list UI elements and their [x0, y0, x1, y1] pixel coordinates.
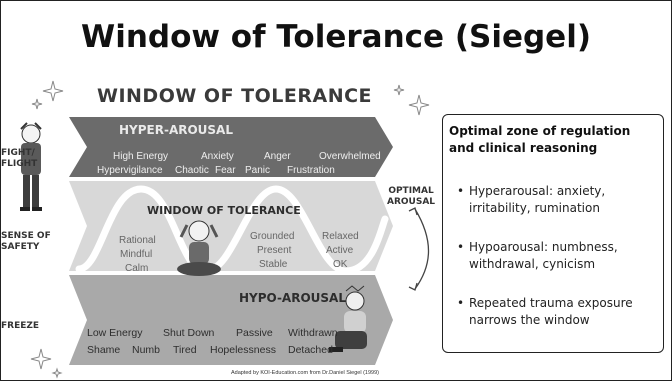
bullet-item: • Hyperarousal: anxiety, irritability, r…: [457, 183, 657, 217]
sparkle-icon: [30, 80, 430, 379]
label-freeze: FREEZE: [1, 321, 40, 331]
window-word: Present: [257, 245, 292, 256]
hyper-word: Frustration: [287, 165, 335, 176]
hypo-word: Shut Down: [163, 327, 215, 339]
regulation-wave: [75, 185, 389, 275]
window-word: Grounded: [250, 231, 295, 242]
notes-panel: Optimal zone of regulation and clinical …: [442, 114, 664, 353]
window-of-tolerance-figure: WINDOW OF TOLERANCE FIGHT/ FLIGHT SENSE …: [1, 79, 437, 380]
bullet-item: • Hypoarousal: numbness, withdrawal, cyn…: [457, 239, 657, 273]
double-arrow-icon: [408, 207, 430, 291]
hypo-arousal-title: HYPO-AROUSAL: [239, 291, 346, 305]
person-hyper-icon: [20, 122, 42, 211]
window-title: WINDOW OF TOLERANCE: [147, 204, 301, 217]
bullet-dot: •: [457, 184, 465, 198]
hypo-word: Passive: [236, 327, 273, 339]
hypo-word: Hopelessness: [210, 344, 276, 356]
hyper-arousal-band: [69, 117, 393, 177]
hyper-arousal-title: HYPER-AROUSAL: [119, 123, 233, 137]
hypo-word: Withdrawn: [288, 327, 338, 339]
slide-title: Window of Tolerance (Siegel): [81, 19, 591, 55]
hyper-word: Overwhelmed: [319, 151, 381, 162]
panel-heading: Optimal zone of regulation and clinical …: [449, 124, 631, 155]
bullet-item: • Repeated trauma exposure narrows the w…: [457, 295, 657, 329]
bullet-text: Hypoarousal: numbness, withdrawal, cynic…: [469, 240, 618, 271]
window-word: Mindful: [120, 249, 153, 260]
bullet-text: Hyperarousal: anxiety, irritability, rum…: [469, 184, 606, 215]
window-word: Stable: [259, 259, 288, 270]
hypo-word: Shame: [87, 344, 121, 356]
window-word: Rational: [119, 235, 156, 246]
hyper-word: High Energy: [113, 151, 169, 162]
hyper-word: Anxiety: [201, 151, 234, 162]
person-meditating-icon: [177, 220, 221, 276]
hyper-word: Anger: [264, 151, 291, 162]
hypo-word: Numb: [132, 344, 161, 356]
bullet-dot: •: [457, 240, 465, 254]
window-band: [69, 181, 393, 271]
hyper-word: Hypervigilance: [97, 165, 163, 176]
figure-title: WINDOW OF TOLERANCE: [97, 85, 373, 107]
hyper-word: Fear: [215, 165, 236, 176]
hyper-word: Panic: [245, 165, 271, 176]
hypo-word: Detached: [288, 344, 333, 356]
label-sense-of-safety: SENSE OF SAFETY: [1, 231, 51, 252]
window-word: Relaxed: [322, 231, 359, 242]
window-word: OK: [333, 259, 348, 270]
window-word: Active: [326, 245, 354, 256]
hypo-arousal-band: [69, 275, 393, 365]
window-word: Calm: [125, 263, 149, 274]
hypo-word: Low Energy: [87, 327, 143, 339]
figure-graphics: [20, 80, 430, 379]
label-fight-flight: FIGHT/ FLIGHT: [1, 148, 38, 169]
label-optimal-arousal: OPTIMAL AROUSAL: [387, 186, 436, 207]
hyper-word: Chaotic: [175, 165, 209, 176]
hypo-word: Tired: [173, 344, 197, 356]
figure-credit: Adapted by KOI-Education.com from Dr.Dan…: [231, 370, 379, 376]
bullet-text: Repeated trauma exposure narrows the win…: [469, 296, 633, 327]
person-hypo-icon: [329, 285, 367, 352]
bullet-dot: •: [457, 296, 465, 310]
